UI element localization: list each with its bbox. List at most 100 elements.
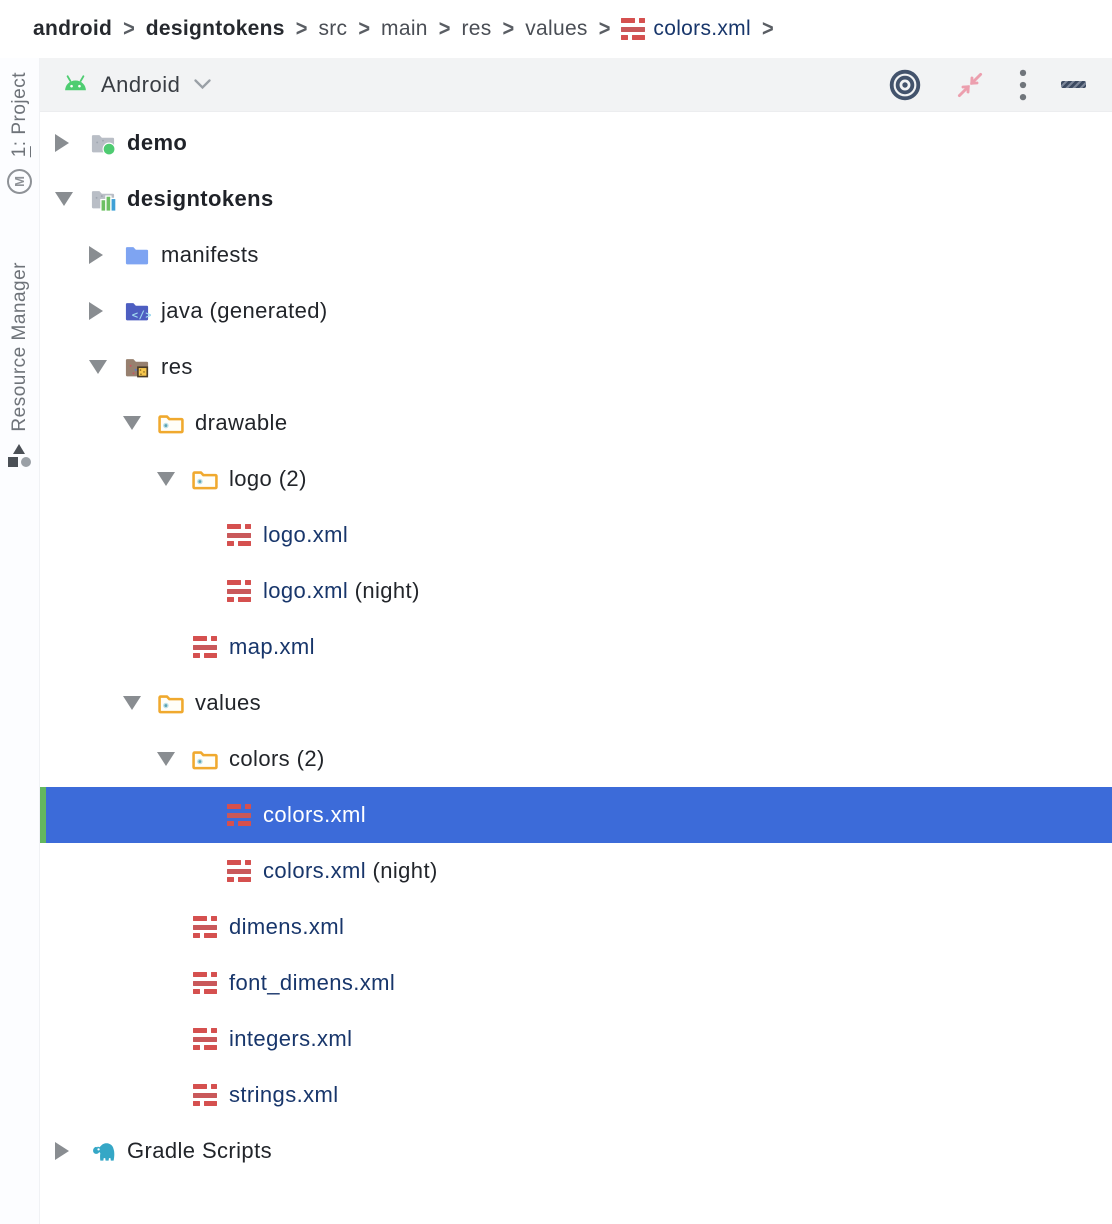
java-generated-folder-icon: </> (125, 303, 151, 322)
resource-folder-icon (158, 415, 184, 434)
tree-item-label: font_dimens.xml (229, 970, 396, 995)
collapse-all-icon (957, 72, 983, 97)
breadcrumb-separator: > (761, 15, 774, 42)
tree-item-label: dimens.xml (229, 914, 345, 939)
resource-folder-icon (158, 695, 184, 714)
breadcrumb-item[interactable]: values (525, 17, 588, 40)
collapse-arrow[interactable] (55, 192, 73, 206)
collapse-all-button[interactable] (955, 70, 985, 100)
tree-item-qualifier: (night) (348, 578, 420, 603)
tree-item-label: designtokens (127, 186, 274, 211)
breadcrumb-item[interactable]: colors.xml (621, 17, 751, 41)
tree-item-label: colors.xml (263, 858, 367, 883)
tree-row[interactable]: logo.xml (40, 507, 1112, 563)
tree-item-label: logo (2) (229, 466, 307, 491)
breadcrumb-item[interactable]: res (461, 17, 492, 40)
xml-file-icon (193, 916, 217, 938)
tree-row[interactable]: dimens.xml (40, 899, 1112, 955)
expand-arrow[interactable] (55, 134, 69, 152)
tree-item-qualifier: (night) (366, 858, 438, 883)
xml-file-icon (227, 860, 251, 882)
tree-row[interactable]: values (40, 675, 1112, 731)
breadcrumb-item[interactable]: src (318, 17, 348, 40)
breadcrumb-separator: > (123, 15, 135, 42)
breadcrumb-separator: > (358, 15, 371, 42)
breadcrumb-separator: > (598, 15, 611, 42)
tree-item-label: strings.xml (229, 1082, 339, 1107)
tree-row[interactable]: logo (2) (40, 451, 1112, 507)
tree-row[interactable]: colors.xml (night) (40, 843, 1112, 899)
tree-row[interactable]: drawable (40, 395, 1112, 451)
breadcrumb-item[interactable]: designtokens (145, 17, 285, 40)
android-logo-icon (65, 75, 86, 91)
gradle-elephant-icon (93, 1143, 115, 1161)
tree-row[interactable]: colors (2) (40, 731, 1112, 787)
collapse-arrow[interactable] (123, 696, 141, 710)
more-options-button[interactable] (1018, 68, 1028, 102)
breadcrumb-separator: > (502, 15, 515, 42)
project-tree: demo designtokens manifests </> java (ge… (40, 112, 1112, 1224)
xml-file-icon (621, 18, 646, 40)
xml-file-icon (227, 804, 251, 826)
tool-window-stripe: 1: Project M Resource Manager (0, 58, 40, 1224)
tree-item-label: integers.xml (229, 1026, 353, 1051)
tree-item-label: values (195, 690, 261, 715)
tree-row[interactable]: integers.xml (40, 1011, 1112, 1067)
res-folder-icon (125, 359, 149, 378)
chevron-down-icon (194, 79, 211, 90)
project-view-selector[interactable]: Android (62, 70, 211, 99)
xml-file-icon (193, 1084, 217, 1106)
tree-item-label: manifests (161, 242, 259, 267)
manifests-folder-icon (125, 247, 149, 265)
xml-file-icon (227, 580, 251, 602)
project-panel-toolbar: Android (40, 58, 1112, 112)
expand-arrow[interactable] (55, 1142, 69, 1160)
collapse-arrow[interactable] (157, 472, 175, 486)
project-tool-window-icon: M (7, 169, 32, 195)
breadcrumb-item[interactable]: android (33, 17, 113, 40)
tree-row[interactable]: </> java (generated) (40, 283, 1112, 339)
stripe-item-resource-manager[interactable]: Resource Manager (7, 262, 32, 468)
collapse-arrow[interactable] (89, 360, 107, 374)
tree-item-label: logo.xml (263, 522, 349, 547)
tree-item-label: colors.xml (263, 802, 367, 827)
hide-tool-window-button[interactable] (1061, 81, 1086, 88)
expand-arrow[interactable] (89, 246, 103, 264)
tree-item-label: colors (2) (229, 746, 325, 771)
collapse-arrow[interactable] (157, 752, 175, 766)
expand-arrow[interactable] (89, 302, 103, 320)
stripe-item-project[interactable]: 1: Project M (7, 72, 32, 195)
xml-file-icon (193, 972, 217, 994)
tree-row[interactable]: res (40, 339, 1112, 395)
tree-row[interactable]: logo.xml (night) (40, 563, 1112, 619)
tree-row[interactable]: demo (40, 115, 1112, 171)
tree-item-label: res (161, 354, 193, 379)
collapse-arrow[interactable] (123, 416, 141, 430)
xml-file-icon (193, 1028, 217, 1050)
resource-folder-icon (192, 471, 218, 490)
breadcrumb-item[interactable]: main (381, 17, 428, 40)
tree-row[interactable]: map.xml (40, 619, 1112, 675)
xml-file-icon (193, 636, 217, 658)
tree-row[interactable]: Gradle Scripts (40, 1123, 1112, 1179)
tree-item-label: Gradle Scripts (127, 1138, 272, 1163)
tree-row[interactable]: designtokens (40, 171, 1112, 227)
tree-item-label: demo (127, 130, 188, 155)
select-opened-file-button[interactable] (888, 68, 922, 102)
view-selector-label: Android (101, 71, 181, 97)
hide-tool-window-icon (1061, 81, 1086, 88)
app-module-folder-icon (91, 135, 116, 156)
tree-row[interactable]: strings.xml (40, 1067, 1112, 1123)
xml-file-icon (227, 524, 251, 546)
library-module-folder-icon (91, 191, 117, 212)
tree-item-label: java (generated) (161, 298, 328, 323)
breadcrumb-separator: > (295, 15, 308, 42)
tree-row[interactable]: font_dimens.xml (40, 955, 1112, 1011)
project-stripe-label: 1: Project (8, 72, 30, 158)
tree-row[interactable]: manifests (40, 227, 1112, 283)
tree-item-label: map.xml (229, 634, 315, 659)
tree-row[interactable]: colors.xml (40, 787, 1112, 843)
tree-item-label: drawable (195, 410, 288, 435)
toolbar-actions (888, 68, 1086, 102)
